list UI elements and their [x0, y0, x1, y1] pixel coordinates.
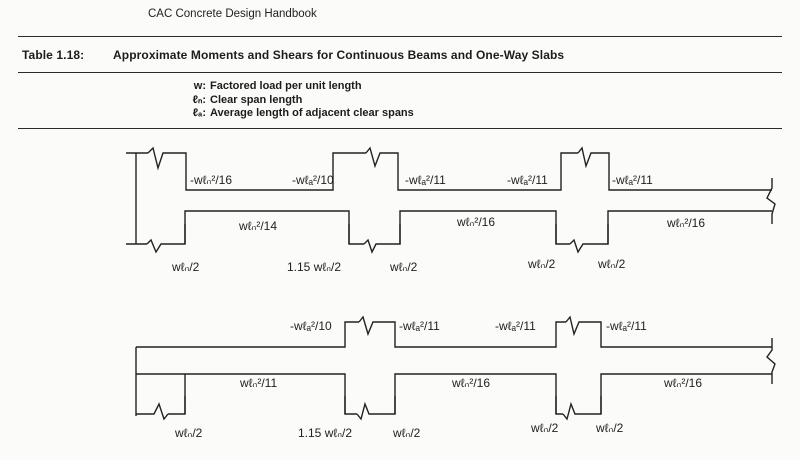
neg-moment-label: -wℓₐ²/10	[292, 173, 334, 187]
neg-moment-label: -wℓₐ²/10	[290, 319, 332, 333]
table-number: Table 1.18:	[22, 48, 85, 62]
moment-break-1	[147, 146, 166, 171]
pos-moment-label: wℓₙ²/16	[456, 215, 495, 229]
definition-text: Factored load per unit length	[210, 80, 362, 92]
shear-break-2	[363, 238, 380, 254]
shear-label: wℓₙ/2	[595, 421, 624, 435]
shear-label: wℓₙ/2	[171, 260, 200, 274]
pos-moment-label: wℓₙ²/14	[238, 219, 277, 233]
shear-label: wℓₙ/2	[389, 260, 418, 274]
shear-label: wℓₙ/2	[174, 426, 203, 440]
moment-diagram-1	[126, 152, 772, 191]
table-title-text: Approximate Moments and Shears for Conti…	[113, 48, 565, 62]
neg-moment-label: -wℓₐ²/11	[405, 173, 446, 187]
definition-row: w: Factored load per unit length	[186, 80, 414, 94]
definition-text: Clear span length	[210, 93, 303, 106]
definition-symbol: ℓₐ:	[192, 107, 206, 119]
shear-break-4	[150, 402, 169, 421]
shear-break-6	[562, 401, 580, 421]
pos-moment-label: wℓₙ²/16	[451, 376, 490, 390]
shear-diagram-2	[136, 373, 772, 415]
definitions-rule	[18, 128, 782, 129]
shear-label: wℓₙ/2	[597, 257, 626, 271]
definition-symbol: ℓₙ:	[192, 93, 206, 106]
running-header: CAC Concrete Design Handbook	[148, 8, 317, 20]
neg-moment-label: -wℓₙ²/16	[190, 173, 232, 187]
continuation-break-2	[766, 338, 776, 384]
moment-break-4	[358, 315, 377, 337]
shear-label: 1.15 wℓₙ/2	[287, 260, 341, 274]
neg-moment-label: -wℓₐ²/11	[399, 319, 440, 333]
shear-diagram-1	[126, 210, 772, 245]
moment-break-5	[565, 315, 584, 337]
shear-break-3	[569, 238, 588, 254]
neg-moment-label: -wℓₐ²/11	[507, 173, 548, 187]
moment-break-3	[577, 146, 596, 169]
definition-row: ℓₙ: Clear span length	[186, 94, 414, 108]
neg-moment-label: -wℓₐ²/11	[495, 319, 536, 333]
definition-symbol: w:	[193, 80, 206, 92]
moment-diagram-2	[136, 321, 772, 348]
table-title: Table 1.18: Approximate Moments and Shear…	[22, 48, 564, 62]
moment-break-2	[365, 146, 384, 169]
definitions-list: w: Factored load per unit length ℓₙ: Clear…	[186, 80, 414, 121]
shear-label: 1.15 wℓₙ/2	[298, 426, 352, 440]
pos-moment-label: wℓₙ²/16	[666, 216, 705, 230]
title-rule	[18, 72, 782, 73]
definition-row: ℓₐ: Average length of adjacent clear span…	[186, 107, 414, 121]
header-rule	[18, 36, 782, 37]
pos-moment-label: wℓₙ²/16	[663, 376, 702, 390]
shear-break-5	[356, 401, 373, 421]
continuation-break-1	[766, 178, 776, 224]
shear-label: wℓₙ/2	[527, 257, 556, 271]
definition-text: Average length of adjacent clear spans	[210, 107, 414, 119]
shear-break-1	[146, 238, 165, 254]
neg-moment-label: -wℓₐ²/11	[606, 319, 647, 333]
shear-label: wℓₙ/2	[530, 421, 559, 435]
pos-moment-label: wℓₙ²/11	[239, 376, 277, 390]
neg-moment-label: -wℓₐ²/11	[612, 173, 653, 187]
shear-label: wℓₙ/2	[392, 426, 421, 440]
